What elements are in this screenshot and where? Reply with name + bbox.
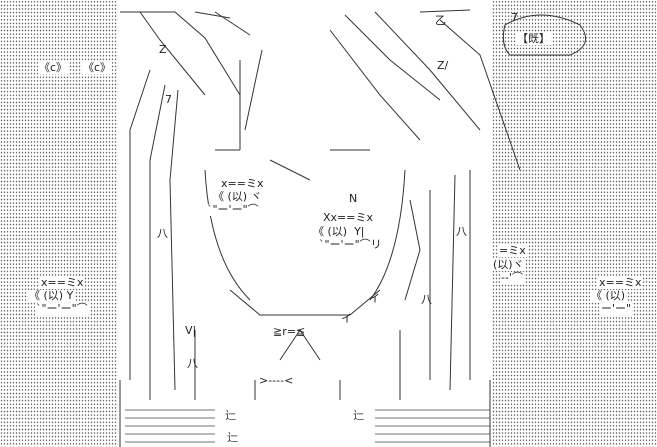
char-chi-3: 辷 [227,431,238,444]
hair-left-inner-2 [169,89,179,391]
nose-line [269,159,311,181]
hair-strand-6 [439,19,521,171]
balloon-left-bot: `"ー'ー"⌒ [35,302,89,315]
balloon-right-mid: 《 (以) [590,289,627,302]
chin-mark: >‐‐‐‐< [259,374,294,387]
face-left-edge [204,169,251,301]
kanji-balloon: 【既】 [516,32,551,45]
c-mark-left: 《c》 [38,61,69,74]
char-hachi-2: 八 [456,225,467,238]
hair-top-2 [194,11,231,19]
eye-left-top: x==ミx [220,177,265,190]
collar-top [229,289,381,316]
char-chi-1: 辷 [225,409,236,422]
hair-strand-9 [244,49,263,131]
balloon-outline [502,14,587,56]
balloon-right-top: x==ミx [598,276,643,289]
eye-left-mid: 《 (以) ヾ [212,190,263,203]
mouth-mark: ≧r=≦ [273,325,306,338]
shoulder-right-stripes [375,409,490,443]
balloon-right-bot: ー'ー" [600,302,633,315]
char-7b: 7 [511,11,518,24]
char-n: N [349,192,358,205]
face-right-edge [369,169,406,301]
side-right-bot: -‐'⌒ [500,271,524,284]
char-chi-2: 辷 [353,409,364,422]
hair-left-inner [149,84,166,400]
eye-left-bot: `"ー'ー"⌒ [206,203,260,216]
eye-right-top: Xx==ミx [322,211,374,224]
hair-strand-1 [139,11,206,96]
char-z3: Z/ [437,59,449,72]
hair-strand-3 [214,11,251,36]
hair-top-right [419,9,471,13]
dot-fill-left [0,0,118,447]
hair-strand-4 [344,14,441,101]
char-7a: 7 [165,93,172,106]
char-hachi-3: 八 [421,293,432,306]
char-i-1: イ [369,292,380,305]
char-z2: 乙 [435,14,446,27]
balloon-left-top: x==ミx [40,276,85,289]
char-hachi-4: 八 [187,357,198,370]
balloon-left-mid: 《 (以) Y [28,289,75,302]
eye-right-mid: 《 (以) Y| [312,225,366,238]
hair-strand-7 [329,29,421,141]
hair-left-outer [129,69,151,380]
hand-right [404,199,421,301]
hair-right-inner [449,174,456,391]
chest-fold [279,329,321,361]
hair-strand-5 [374,11,481,131]
dot-fill-right [492,0,657,447]
hair-strand-2 [174,11,241,96]
side-right-top: =ミx [498,244,527,257]
eye-right-bot: `"ー'ー"⌒リ [318,238,383,251]
c-mark-right: 《c》 [82,61,113,74]
char-v: V| [185,324,197,337]
shoulder-left-stripes [125,409,215,443]
char-z1: Z [159,43,167,56]
char-i-2: イ [341,312,352,325]
char-hachi-1: 八 [157,227,168,240]
side-right-mid: (以)ヾ [492,258,525,271]
